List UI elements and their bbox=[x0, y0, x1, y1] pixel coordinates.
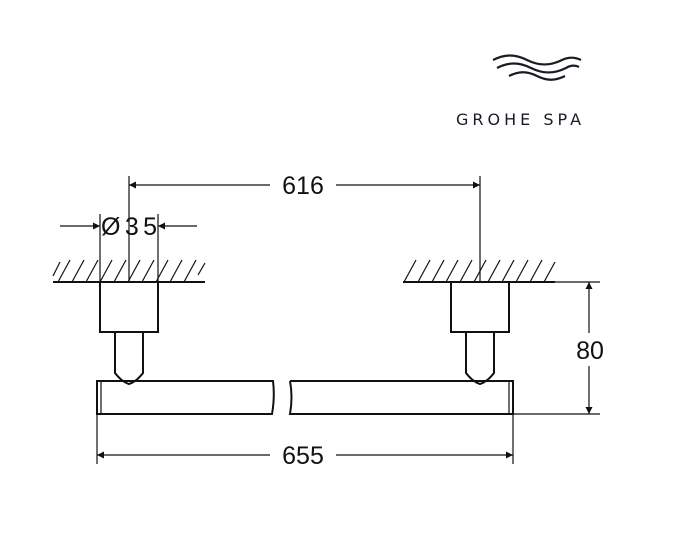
right-bracket bbox=[450, 281, 510, 386]
grohe-spa-logo: GROHE SPA bbox=[456, 54, 585, 129]
diameter-label: Ø35 bbox=[101, 213, 157, 241]
waves-icon bbox=[492, 54, 582, 81]
left-bracket bbox=[99, 281, 159, 386]
centre-distance-label: 616 bbox=[282, 172, 324, 200]
overall-length-label: 655 bbox=[282, 442, 324, 470]
dimension-diameter: Ø35 bbox=[60, 213, 197, 282]
dimension-80: 80 bbox=[513, 281, 604, 415]
brand-name: GROHE SPA bbox=[456, 110, 585, 129]
projection-label: 80 bbox=[576, 337, 604, 365]
dimension-655: 655 bbox=[96, 414, 514, 470]
wall-right bbox=[403, 259, 556, 283]
dimension-616: 616 bbox=[128, 172, 481, 282]
towel-bar bbox=[96, 380, 514, 415]
